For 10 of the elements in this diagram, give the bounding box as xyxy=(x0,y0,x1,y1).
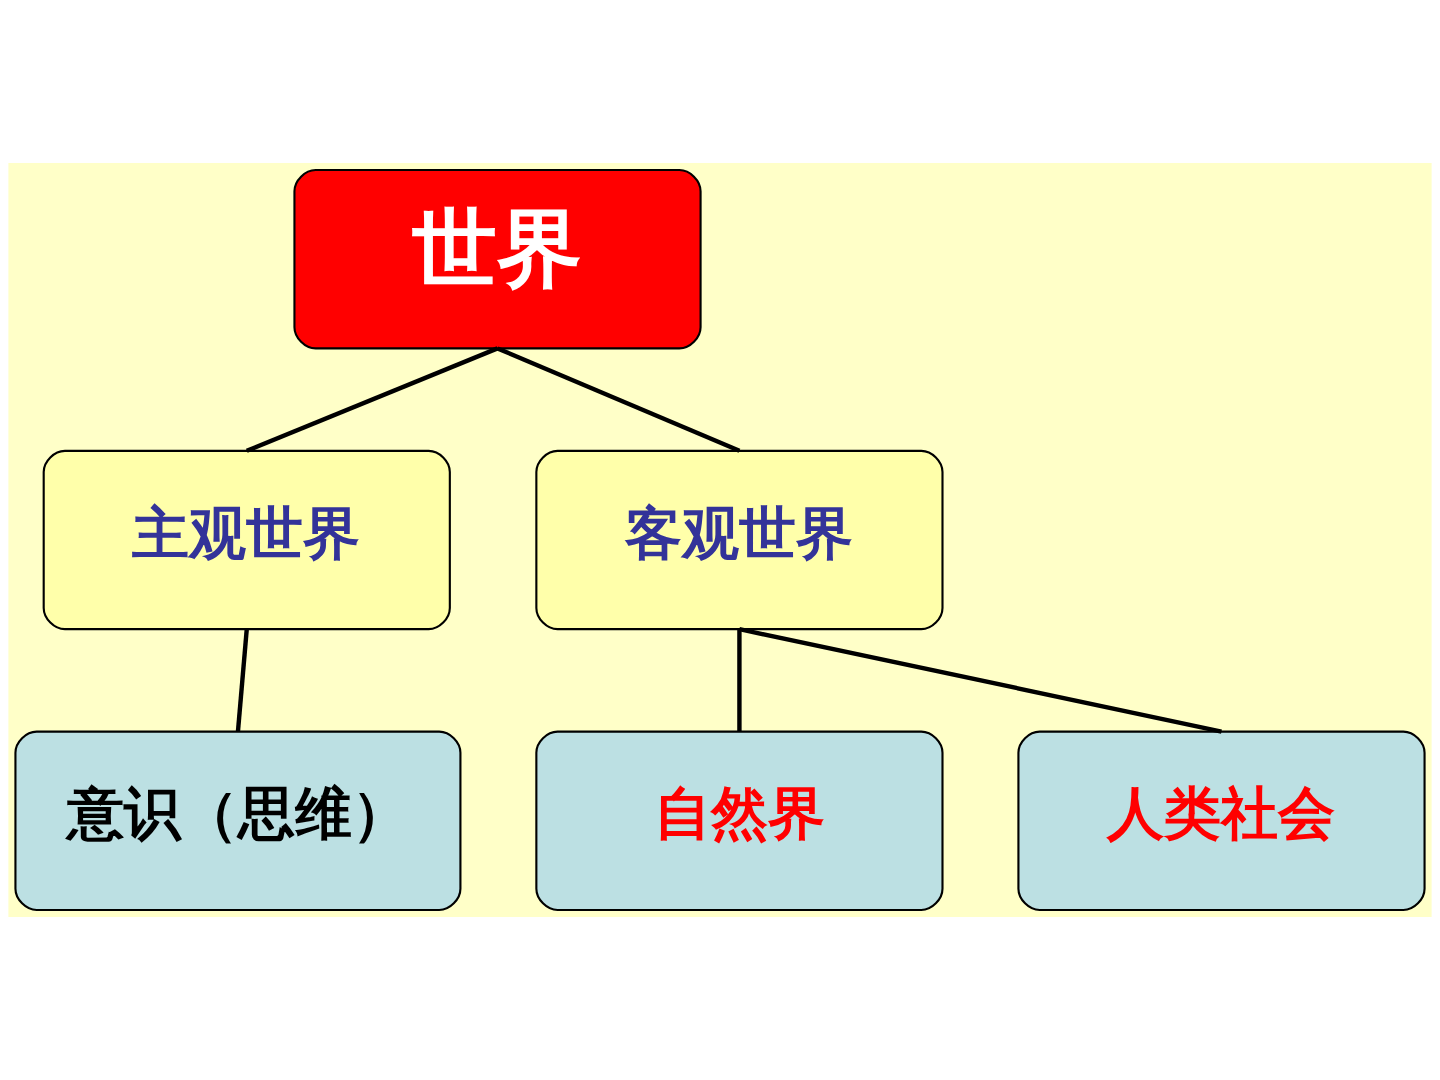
node-box: 客观世界 xyxy=(535,449,944,631)
connector xyxy=(737,629,742,732)
node-box: 人类社会 xyxy=(1017,730,1426,911)
connector xyxy=(235,629,249,732)
node-box: 主观世界 xyxy=(42,449,451,631)
node-box: 意识（思维） xyxy=(14,730,462,911)
connector xyxy=(245,346,499,453)
connector xyxy=(496,346,741,453)
node-box: 自然界 xyxy=(535,730,944,911)
node-box: 世界 xyxy=(293,169,702,350)
